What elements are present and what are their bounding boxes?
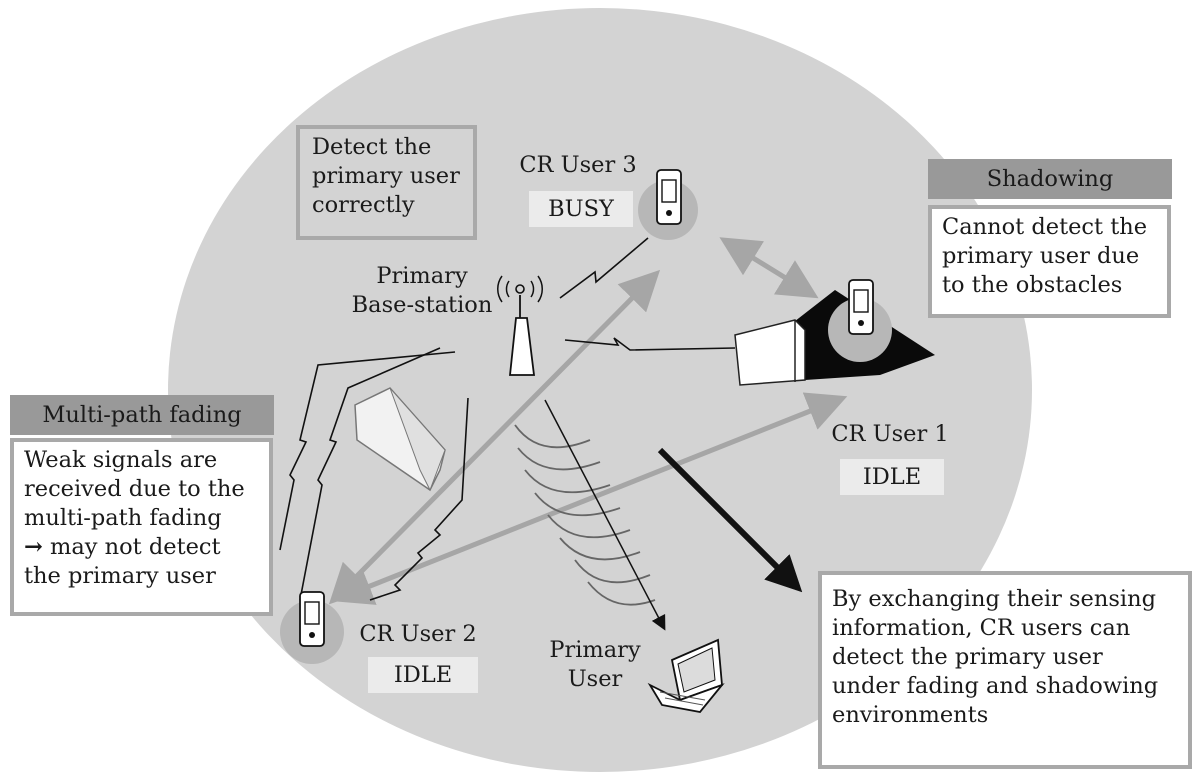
cr-user-1-device (848, 279, 874, 335)
cr-user-3-device (656, 169, 682, 225)
cr-user-1-label: CR User 1 (831, 421, 949, 447)
cr-user-3-label: CR User 3 (519, 152, 637, 178)
signal-waves (514, 424, 656, 606)
multipath-text-2: may not detect the primary user (24, 534, 221, 589)
signal-to-cr3 (559, 237, 649, 299)
signal-to-cr1 (564, 337, 736, 351)
exchange-callout: By exchanging their sensing information,… (818, 571, 1192, 769)
multipath-header: Multi-path fading (10, 395, 274, 435)
cr-user-3-status: BUSY (529, 191, 633, 227)
primary-user-label: Primary User (549, 637, 641, 692)
detect-correctly-callout: Detect the primary user correctly (296, 125, 477, 240)
multipath-conclusion: → may not detect the primary user (24, 533, 261, 591)
signal-to-primary-user (544, 399, 666, 631)
base-station-label: Primary Base-station (351, 263, 493, 318)
cr-user-2-label: CR User 2 (359, 621, 477, 647)
cr-user-1-status: IDLE (840, 459, 944, 495)
multipath-wave-3 (369, 397, 469, 601)
obstacle-building-right (734, 319, 806, 386)
coop-arrow-cr2-cr1 (332, 392, 848, 605)
multipath-callout: Weak signals are received due to the mul… (10, 438, 273, 616)
coop-arrow-cr3-cr1 (719, 237, 819, 299)
laptop-icon (647, 638, 725, 713)
right-arrow-icon: → (24, 534, 43, 560)
shadowing-header: Shadowing (928, 159, 1172, 199)
multipath-wave-2 (299, 347, 441, 601)
cr-user-2-status: IDLE (368, 657, 478, 693)
multipath-text: Weak signals are received due to the mul… (24, 447, 245, 531)
exchange-arrow (657, 447, 803, 593)
cr-user-2-device (299, 591, 325, 647)
base-station-icon (497, 275, 543, 376)
multipath-wave-1 (279, 351, 456, 551)
shadowing-callout: Cannot detect the primary user due to th… (928, 205, 1171, 318)
